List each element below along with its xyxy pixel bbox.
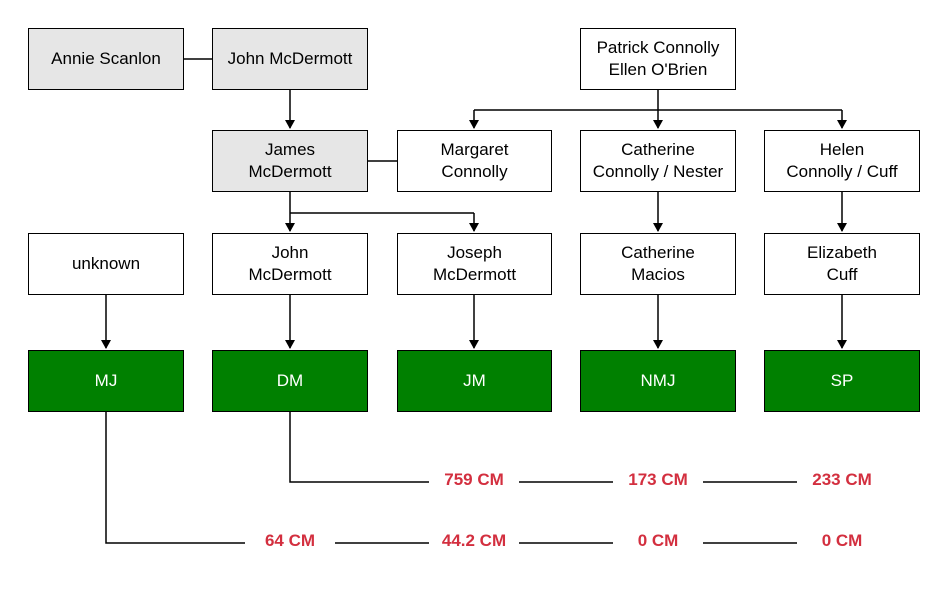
tester-nmj: NMJ — [580, 350, 736, 412]
tester-jm: JM — [397, 350, 552, 412]
cm-dm-nmj: 173 CM — [613, 468, 703, 492]
person-catherine-connolly-nester: Catherine Connolly / Nester — [580, 130, 736, 192]
couple-patrick-connolly-ellen-obrien: Patrick Connolly Ellen O'Brien — [580, 28, 736, 90]
tester-mj: MJ — [28, 350, 184, 412]
cm-mj-nmj: 0 CM — [613, 529, 703, 553]
person-james-mcdermott: James McDermott — [212, 130, 368, 192]
tester-dm: DM — [212, 350, 368, 412]
person-catherine-macios: Catherine Macios — [580, 233, 736, 295]
cm-dm-jm: 759 CM — [429, 468, 519, 492]
cm-mj-dm: 64 CM — [245, 529, 335, 553]
person-joseph-mcdermott: Joseph McDermott — [397, 233, 552, 295]
person-john-mcdermott-jr: John McDermott — [212, 233, 368, 295]
tester-sp: SP — [764, 350, 920, 412]
cm-mj-sp: 0 CM — [797, 529, 887, 553]
person-helen-connolly-cuff: Helen Connolly / Cuff — [764, 130, 920, 192]
person-annie-scanlon: Annie Scanlon — [28, 28, 184, 90]
cm-mj-jm: 44.2 CM — [429, 529, 519, 553]
person-john-mcdermott-sr: John McDermott — [212, 28, 368, 90]
person-elizabeth-cuff: Elizabeth Cuff — [764, 233, 920, 295]
person-margaret-connolly: Margaret Connolly — [397, 130, 552, 192]
person-unknown: unknown — [28, 233, 184, 295]
cm-dm-sp: 233 CM — [797, 468, 887, 492]
